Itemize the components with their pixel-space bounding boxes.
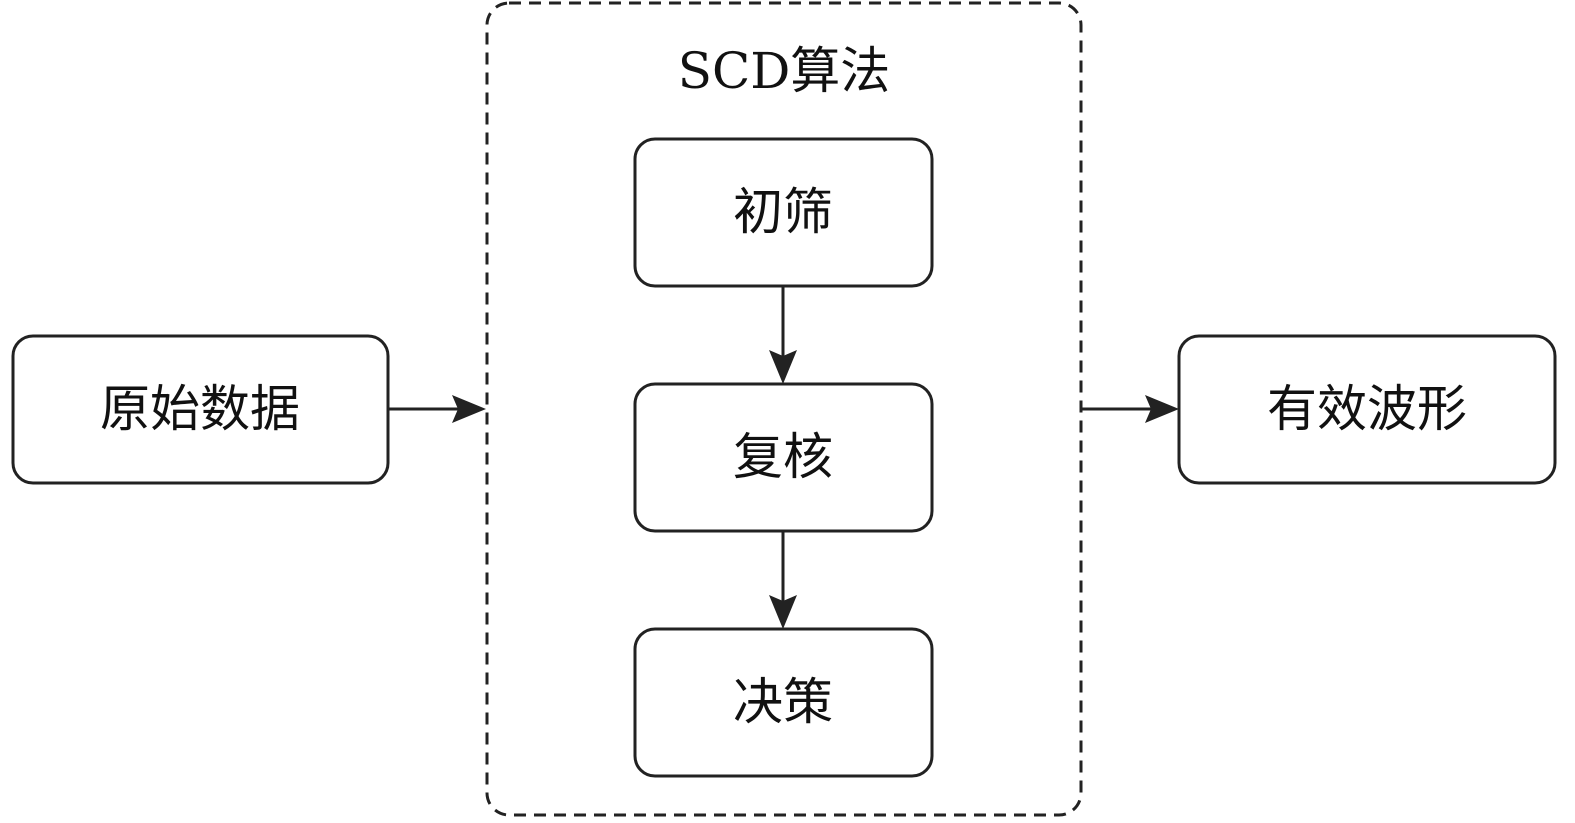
node-valid-waveform-label: 有效波形 bbox=[1267, 380, 1467, 438]
node-decision-label: 决策 bbox=[733, 673, 833, 731]
node-raw-data-label: 原始数据 bbox=[100, 380, 300, 438]
node-decision: 决策 bbox=[633, 627, 934, 778]
scd-algorithm-group-label: SCD算法 bbox=[678, 42, 891, 100]
edge-input-to-group-arrowhead bbox=[452, 395, 486, 423]
edge-group-to-output-arrowhead bbox=[1145, 395, 1179, 423]
node-screening: 初筛 bbox=[633, 137, 934, 288]
edge-screening-to-review-arrowhead bbox=[769, 350, 797, 384]
edge-input-to-group bbox=[388, 395, 486, 423]
node-raw-data: 原始数据 bbox=[11, 334, 390, 485]
node-valid-waveform-box bbox=[1177, 334, 1557, 485]
node-screening-label: 初筛 bbox=[733, 183, 833, 241]
node-decision-box bbox=[633, 627, 934, 778]
node-review: 复核 bbox=[633, 382, 934, 533]
node-review-label: 复核 bbox=[733, 428, 833, 486]
edge-review-to-decision-arrowhead bbox=[769, 595, 797, 629]
edge-review-to-decision bbox=[769, 531, 797, 629]
edge-group-to-output bbox=[1081, 395, 1179, 423]
edge-screening-to-review bbox=[769, 286, 797, 384]
node-valid-waveform: 有效波形 bbox=[1177, 334, 1557, 485]
